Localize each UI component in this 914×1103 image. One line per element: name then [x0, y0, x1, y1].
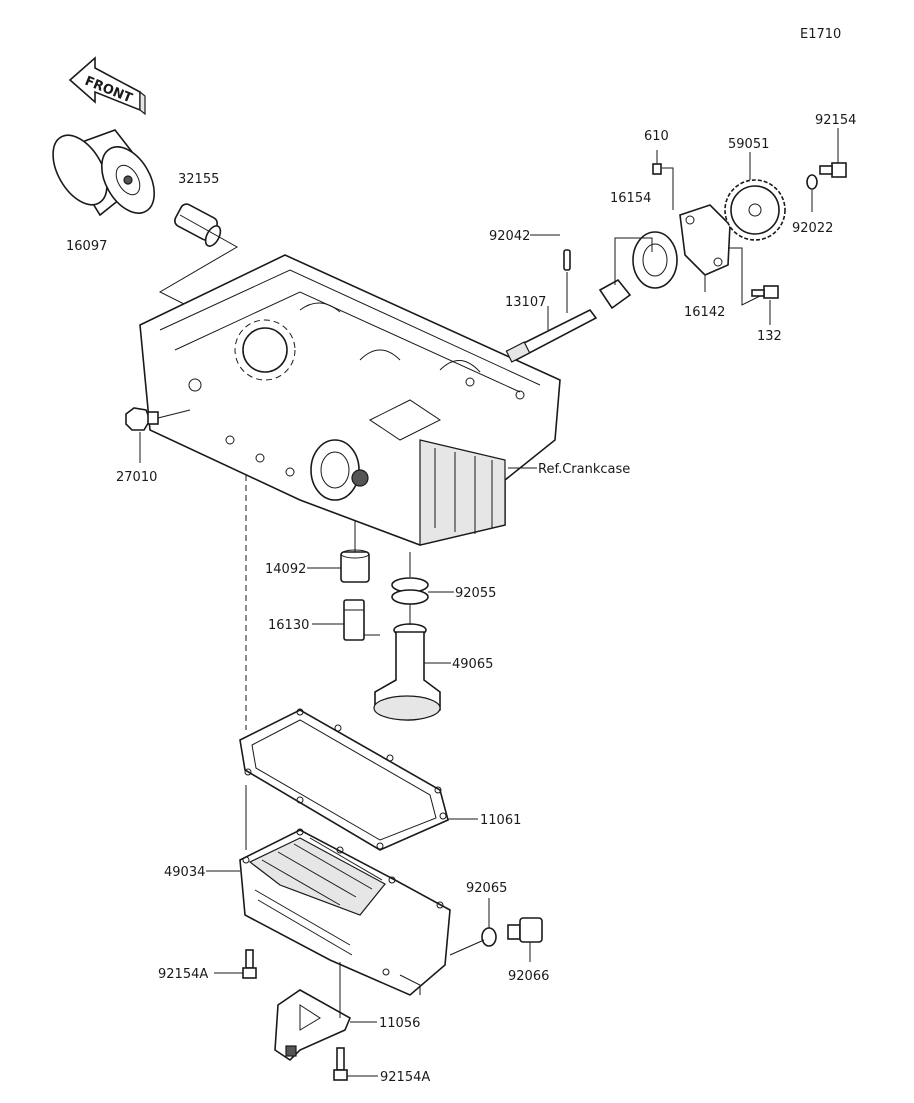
drain-plug-icon: [507, 917, 543, 943]
bolt-132-icon: [751, 285, 779, 299]
crankcase-icon: [139, 254, 561, 546]
rotor-icon: [598, 231, 678, 310]
callout-92154a-pan: 92154A: [158, 967, 208, 982]
callout-13107: 13107: [505, 295, 546, 310]
callout-ref-crankcase: Ref.Crankcase: [538, 462, 630, 477]
pump-shaft-icon: [505, 308, 598, 363]
plug-icon: [125, 407, 159, 431]
oil-pan-icon: [239, 828, 451, 996]
callout-92022: 92022: [792, 221, 833, 236]
pump-cover-icon: [679, 204, 731, 276]
callout-92065: 92065: [466, 881, 507, 896]
o-ring-icon: [391, 577, 429, 605]
callout-92154: 92154: [815, 113, 856, 128]
dowel-pin-icon: [652, 163, 662, 175]
callout-14092: 14092: [265, 562, 306, 577]
bolt-icon: [819, 162, 847, 178]
callout-132: 132: [757, 329, 782, 344]
bracket-bolt-icon: [333, 1047, 348, 1081]
callout-16130: 16130: [268, 618, 309, 633]
callout-32155: 32155: [178, 172, 219, 187]
pan-bolt-icon: [242, 949, 257, 979]
oil-pipe-icon: [174, 203, 222, 247]
callout-16154: 16154: [610, 191, 651, 206]
bracket-icon: [274, 989, 352, 1062]
diagram-code: E1710: [800, 27, 841, 42]
oil-strainer-icon: [373, 623, 441, 721]
callout-610: 610: [644, 129, 669, 144]
callout-16097: 16097: [66, 239, 107, 254]
callout-11056: 11056: [379, 1016, 420, 1031]
oil-filter-icon: [52, 129, 156, 217]
callout-11061: 11061: [480, 813, 521, 828]
drain-washer-icon: [481, 927, 497, 947]
callout-92055: 92055: [455, 586, 496, 601]
front-arrow-icon: FRONT: [68, 56, 146, 116]
pin-icon: [563, 249, 571, 271]
callout-16142: 16142: [684, 305, 725, 320]
callout-92066: 92066: [508, 969, 549, 984]
callout-92154a-bracket: 92154A: [380, 1070, 430, 1085]
fitting-16130-icon: [343, 599, 365, 641]
gasket-icon: [239, 708, 449, 851]
sprocket-icon: [724, 179, 786, 241]
callout-92042: 92042: [489, 229, 530, 244]
callout-49065: 49065: [452, 657, 493, 672]
strainer-pipe-icon: [340, 549, 370, 583]
callout-49034: 49034: [164, 865, 205, 880]
washer-icon: [806, 174, 818, 190]
callout-27010: 27010: [116, 470, 157, 485]
callout-59051: 59051: [728, 137, 769, 152]
